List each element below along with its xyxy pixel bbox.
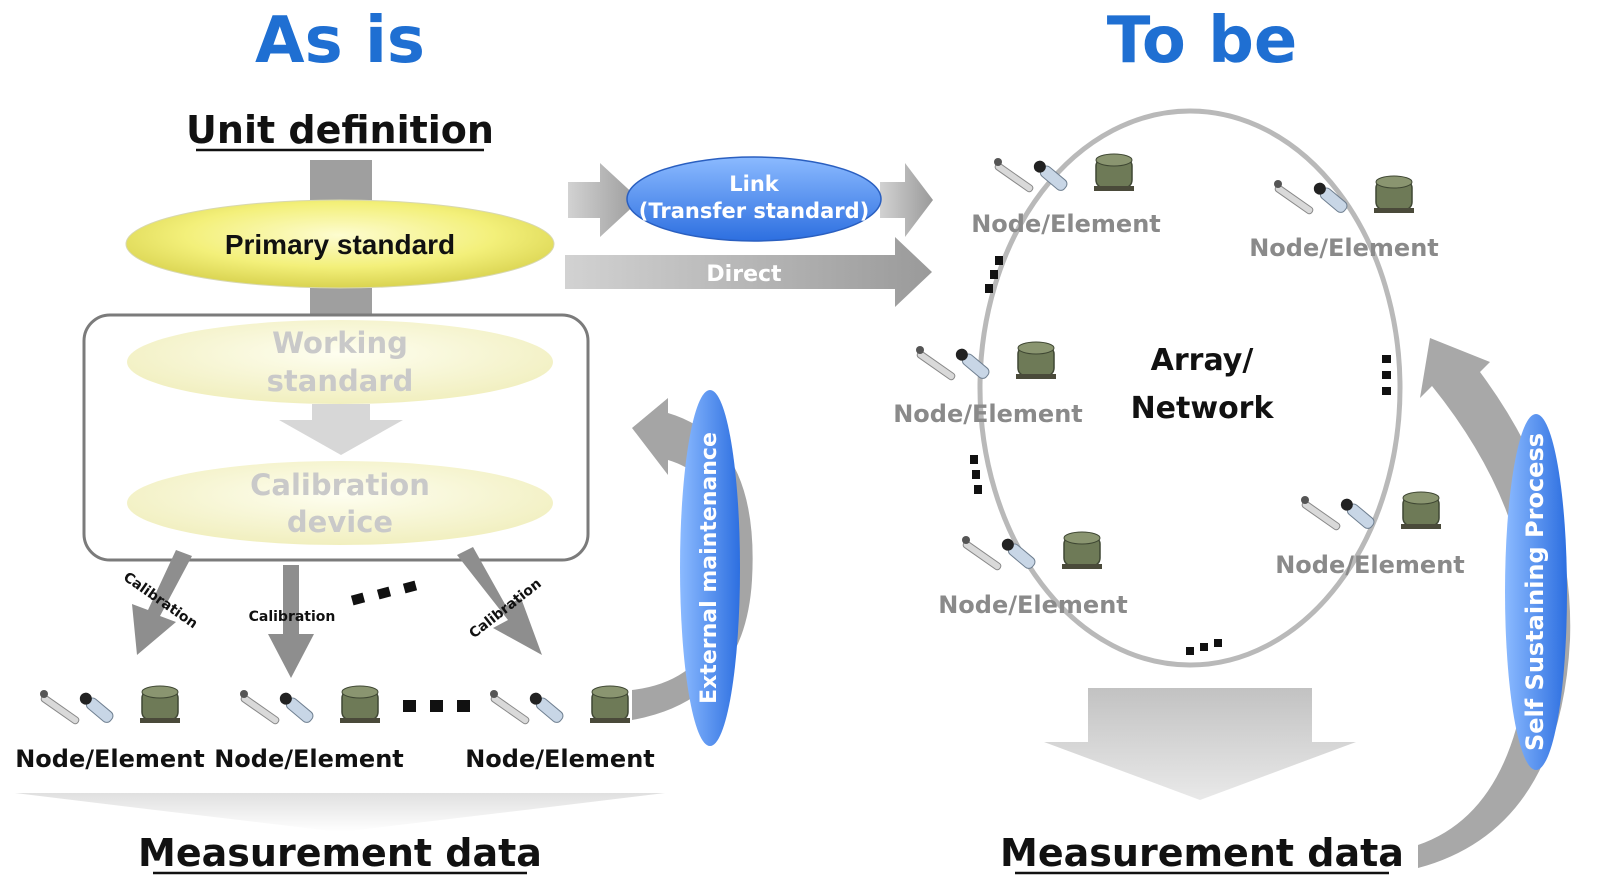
network-ring xyxy=(977,108,1403,668)
link-label-line1: Link xyxy=(729,172,780,196)
ring-sensor-left xyxy=(915,341,1057,382)
external-maintenance-pill xyxy=(680,390,740,746)
primary-standard-ellipse xyxy=(125,199,555,289)
ellipsis-dots-lower xyxy=(403,700,470,712)
primary-standard-label: Primary standard xyxy=(225,229,455,260)
sensor-group-2 xyxy=(239,685,381,726)
link-ellipse xyxy=(626,156,882,242)
to-be-node-3: Node/Element xyxy=(893,400,1083,428)
ring-sensor-top-left xyxy=(993,153,1135,194)
to-be-title: To be xyxy=(1107,4,1298,78)
to-be-measurement-data: Measurement data xyxy=(1000,831,1404,875)
to-be-node-5: Node/Element xyxy=(1275,551,1465,579)
calibration-device-ellipse xyxy=(127,461,553,545)
link-arrow-right xyxy=(880,163,933,237)
calibration-arrow-right xyxy=(457,547,542,655)
ellipsis-dots-upper xyxy=(350,580,418,606)
direct-label: Direct xyxy=(706,262,782,287)
working-standard-ellipse xyxy=(127,320,553,404)
as-is-node-3: Node/Element xyxy=(465,745,655,773)
sensor-group-1 xyxy=(39,685,181,726)
to-be-down-arrow xyxy=(1044,688,1356,800)
as-is-node-1: Node/Element xyxy=(15,745,205,773)
connector-mid xyxy=(310,288,372,316)
link-label-line2: (Transfer standard) xyxy=(639,199,870,223)
as-is-funnel xyxy=(15,793,665,832)
to-be-node-2: Node/Element xyxy=(1249,234,1439,262)
ring-dots-bottom xyxy=(1186,639,1222,655)
working-to-calibration-arrow xyxy=(279,404,403,455)
working-standard-line2: standard xyxy=(267,364,414,398)
calibration-label-middle: Calibration xyxy=(249,609,336,625)
ring-sensor-bottom-right xyxy=(1300,491,1442,532)
direct-arrow xyxy=(565,237,932,307)
unit-definition-label: Unit definition xyxy=(186,108,494,152)
link-arrow-left xyxy=(568,163,640,237)
connector-top xyxy=(310,160,372,205)
as-is-title: As is xyxy=(255,4,425,78)
self-sustaining-label: Self Sustaining Process xyxy=(1521,433,1549,751)
network-label-line1: Array/ xyxy=(1151,343,1254,378)
to-be-node-4: Node/Element xyxy=(938,591,1128,619)
calibration-arrow-middle xyxy=(268,565,314,678)
as-is-node-2: Node/Element xyxy=(214,745,404,773)
self-sustaining-pill xyxy=(1505,414,1567,770)
ring-dots-left-upper xyxy=(985,256,1003,293)
sensor-group-3 xyxy=(489,685,631,726)
ring-sensor-bottom-left xyxy=(961,531,1103,572)
calibration-chain-box xyxy=(82,313,590,562)
ring-dots-right xyxy=(1382,355,1391,395)
calibration-device-line2: device xyxy=(287,505,393,539)
external-maintenance-label: External maintenance xyxy=(697,432,722,704)
network-label-line2: Network xyxy=(1131,391,1275,426)
as-is-measurement-data: Measurement data xyxy=(138,831,542,875)
calibration-arrow-left xyxy=(132,550,192,655)
ring-dots-left-lower xyxy=(970,455,982,494)
calibration-device-line1: Calibration xyxy=(250,468,430,502)
working-standard-line1: Working xyxy=(272,326,408,360)
to-be-node-1: Node/Element xyxy=(971,210,1161,238)
